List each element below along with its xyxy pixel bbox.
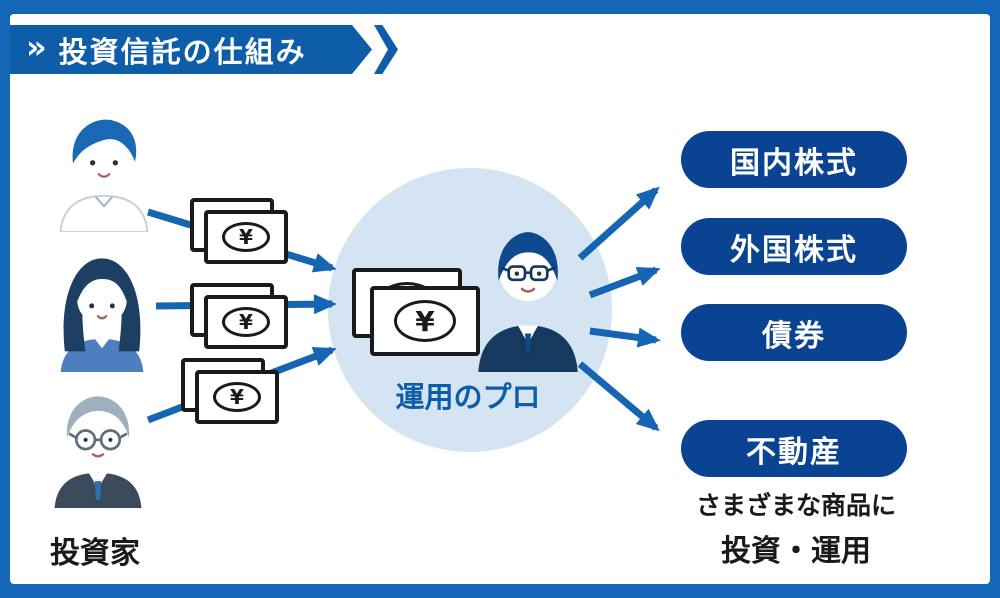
banknote: ¥ — [370, 286, 480, 356]
mouth — [520, 287, 536, 293]
bangs — [77, 268, 127, 302]
product-pill-bonds: 債券 — [681, 304, 907, 361]
double-chevron-icon: » — [26, 28, 47, 66]
manager-label: 運用のプロ — [395, 380, 541, 414]
product-pill-real-estate: 不動産 — [681, 420, 907, 477]
yen-oval: ¥ — [213, 382, 261, 412]
eye — [89, 303, 95, 309]
face — [77, 274, 127, 325]
eye — [108, 437, 113, 442]
investors-label: 投資家 — [50, 536, 140, 571]
footer-line2: 投資・運用 — [721, 534, 871, 569]
gray-hair — [66, 396, 130, 438]
glasses-icon — [68, 429, 128, 451]
yen-oval: ¥ — [222, 307, 270, 337]
page-title: 投資信託の仕組み — [58, 34, 307, 69]
shirt — [88, 472, 108, 489]
yen-oval: ¥ — [222, 222, 270, 252]
pill-label: 債券 — [762, 318, 826, 354]
glasses-icon — [500, 265, 556, 282]
yen-oval: ¥ — [394, 300, 456, 342]
collar — [94, 196, 114, 208]
eye — [514, 271, 520, 276]
banknote: ¥ — [195, 370, 279, 424]
eye — [109, 303, 115, 309]
pill-label: 外国株式 — [730, 232, 858, 268]
banknote: ¥ — [204, 295, 288, 349]
pill-label: 国内株式 — [730, 145, 858, 181]
investor-older-man-illustration — [54, 396, 142, 508]
yen-symbol: ¥ — [239, 225, 253, 249]
product-pill-foreign-stocks: 外国株式 — [681, 218, 907, 275]
fund-manager-illustration — [478, 232, 578, 372]
eye — [112, 160, 119, 166]
yen-symbol: ¥ — [230, 385, 244, 409]
eye — [83, 437, 88, 442]
investor-woman-illustration — [60, 258, 144, 372]
footer-line1: さまざまな商品に — [695, 491, 896, 520]
yen-symbol: ¥ — [415, 304, 435, 338]
banknote: ¥ — [204, 210, 288, 264]
hair — [72, 119, 137, 164]
eye — [89, 160, 96, 166]
pill-label: 不動産 — [746, 434, 842, 470]
product-pill-domestic-stocks: 国内株式 — [681, 131, 907, 188]
shirt — [59, 194, 149, 232]
mouth — [97, 172, 111, 178]
title-banner: » 投資信託の仕組み — [10, 25, 372, 74]
money-stack-1: ¥ ¥ — [190, 198, 290, 266]
investor-young-man-illustration — [59, 119, 149, 232]
footer-note: さまざまな商品に 投資・運用 — [658, 486, 934, 570]
mouth — [96, 315, 108, 320]
tie — [94, 481, 102, 500]
hair — [498, 232, 558, 281]
mouth — [91, 453, 105, 458]
collar — [94, 338, 110, 349]
pooled-money-stack: ¥ ¥ — [352, 268, 484, 360]
eye — [536, 271, 542, 276]
money-stack-2: ¥ ¥ — [190, 283, 290, 351]
yen-symbol: ¥ — [239, 310, 253, 334]
money-stack-3: ¥ ¥ — [181, 358, 281, 426]
